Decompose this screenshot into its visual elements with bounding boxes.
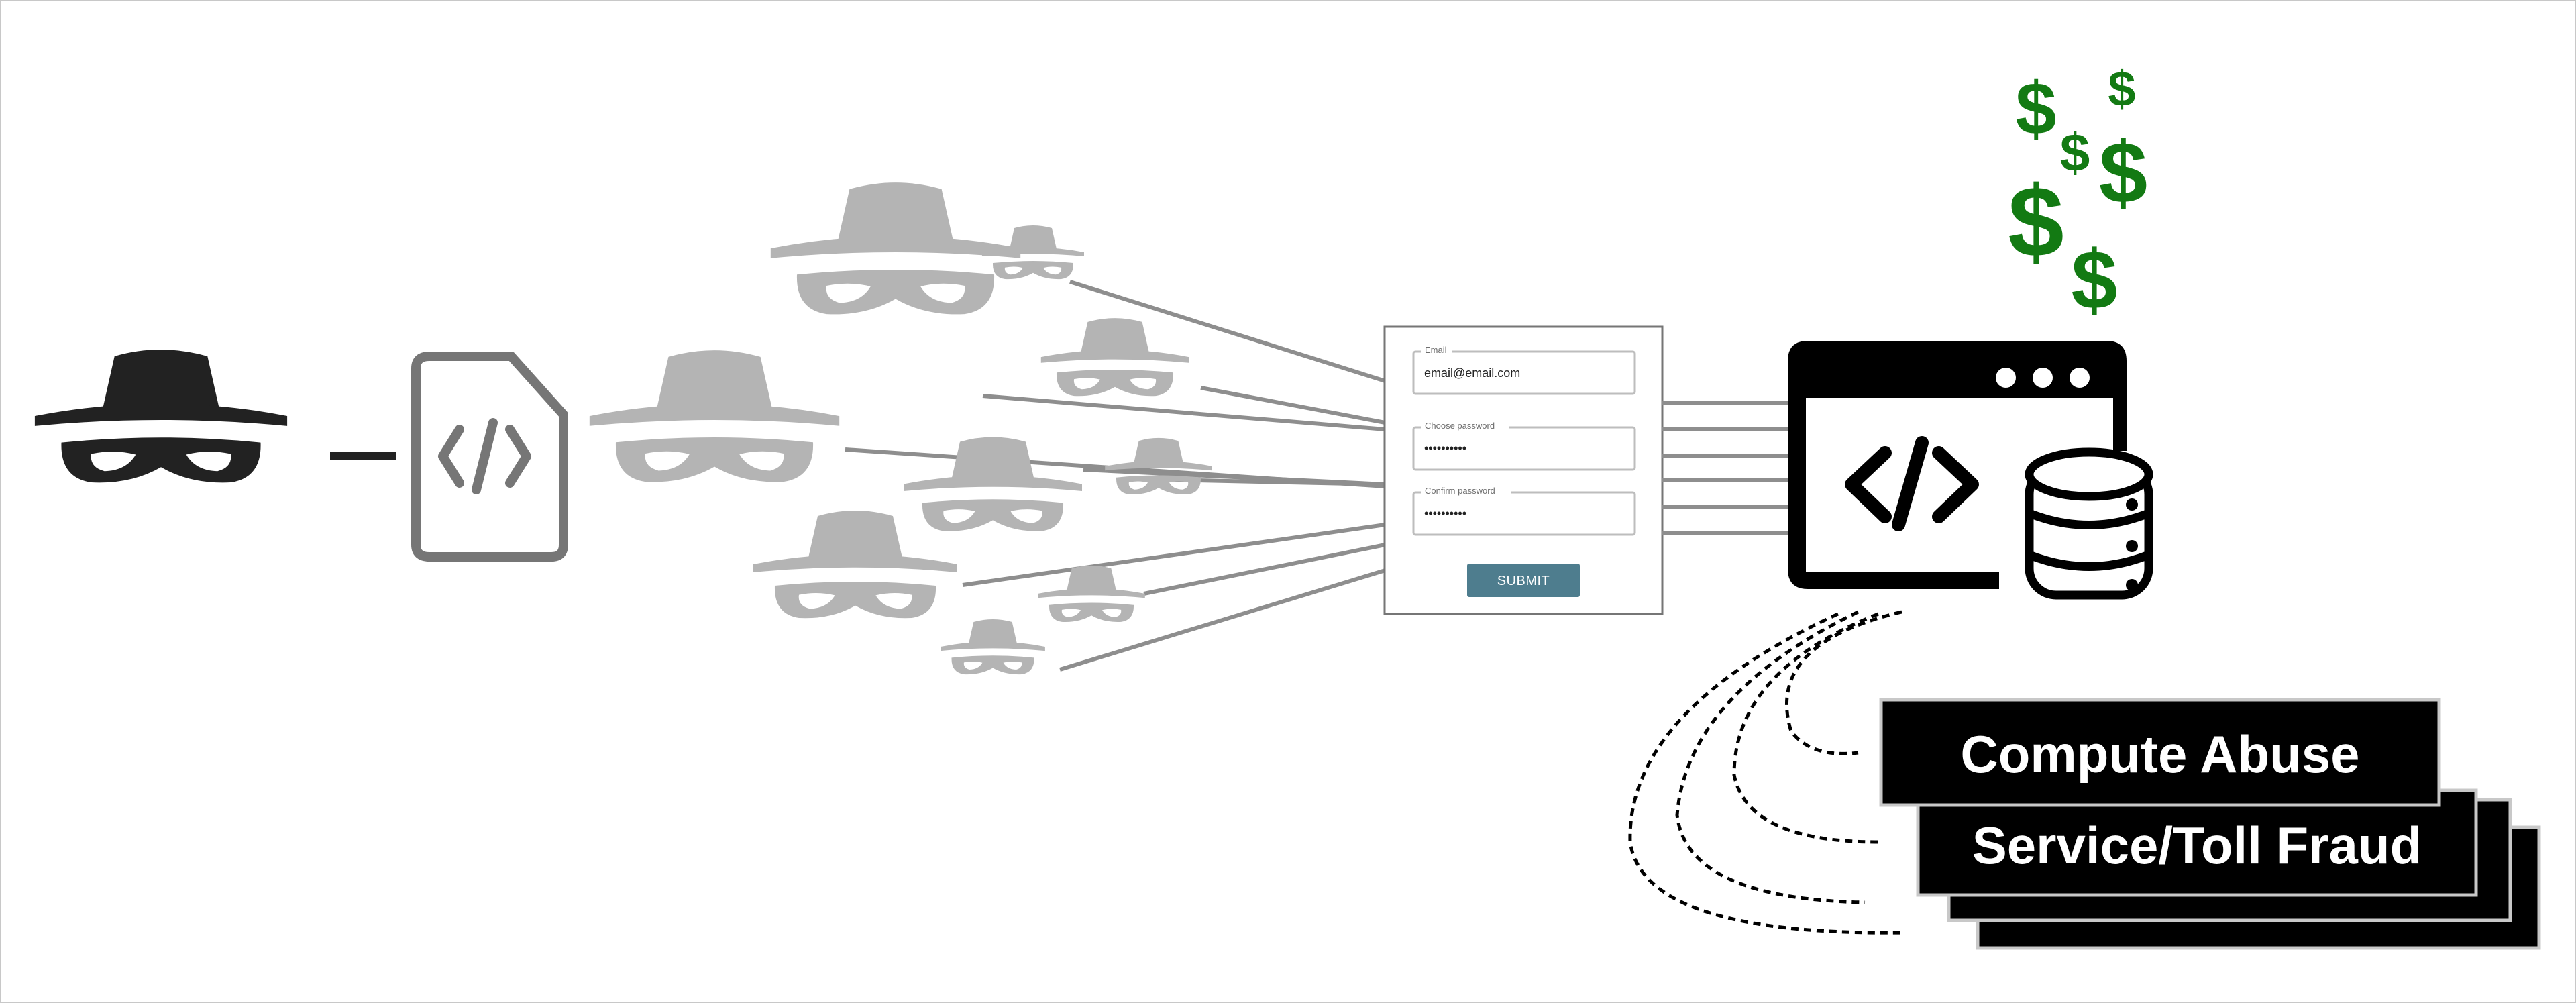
form-to-app-connections xyxy=(1662,401,1788,535)
outcome-label-service-toll-fraud: Service/Toll Fraud xyxy=(1972,816,2422,875)
attacker-icon xyxy=(34,350,288,483)
bot-icon xyxy=(982,225,1084,280)
confirm-password-field-value: •••••••••• xyxy=(1424,507,1466,520)
email-field-value: email@email.com xyxy=(1424,366,1520,380)
bot-swarm xyxy=(589,182,1212,675)
submit-button-label: SUBMIT xyxy=(1497,574,1550,588)
password-field[interactable] xyxy=(1412,426,1636,471)
bot-connections xyxy=(845,280,1386,672)
confirm-password-field-label: Confirm password xyxy=(1425,486,1495,496)
password-field-label: Choose password xyxy=(1425,421,1495,431)
confirm-password-field[interactable] xyxy=(1412,491,1636,536)
bot-icon xyxy=(589,350,840,482)
bot-icon xyxy=(941,619,1045,675)
bot-icon xyxy=(1040,318,1189,397)
email-field[interactable] xyxy=(1412,350,1636,395)
submit-button[interactable] xyxy=(1467,564,1580,597)
code-file-icon xyxy=(411,352,568,562)
outcome-card-service-toll-fraud xyxy=(1916,788,2478,897)
bot-icon xyxy=(904,437,1082,531)
browser-code-window-icon xyxy=(1788,341,2127,589)
outcome-connectors xyxy=(1628,610,1906,935)
outcome-card-compute-abuse xyxy=(1879,698,2441,807)
database-icon xyxy=(2025,447,2153,600)
dollar-sign-icon: $ xyxy=(2108,61,2135,117)
bot-icon xyxy=(1105,437,1212,495)
outcome-stack: Compute Abuse Service/Toll Fraud xyxy=(1879,698,2541,950)
dollar-sign-icon: $ xyxy=(2099,123,2147,221)
dollar-sign-icon: $ xyxy=(2060,123,2090,182)
dollar-sign-icon: $ xyxy=(2072,234,2118,327)
dollar-sign-icon: $ xyxy=(2008,165,2063,278)
bot-icon xyxy=(770,182,1021,315)
outcome-label-compute-abuse: Compute Abuse xyxy=(1960,725,2359,784)
bot-icon xyxy=(753,511,957,619)
money-symbols: $ $ $ $ $ $ xyxy=(2008,61,2147,327)
dollar-sign-icon: $ xyxy=(2015,68,2056,150)
password-field-value: •••••••••• xyxy=(1424,441,1466,455)
email-field-label: Email xyxy=(1425,345,1447,355)
signup-form: Email email@email.com Choose password ••… xyxy=(1383,325,1664,615)
